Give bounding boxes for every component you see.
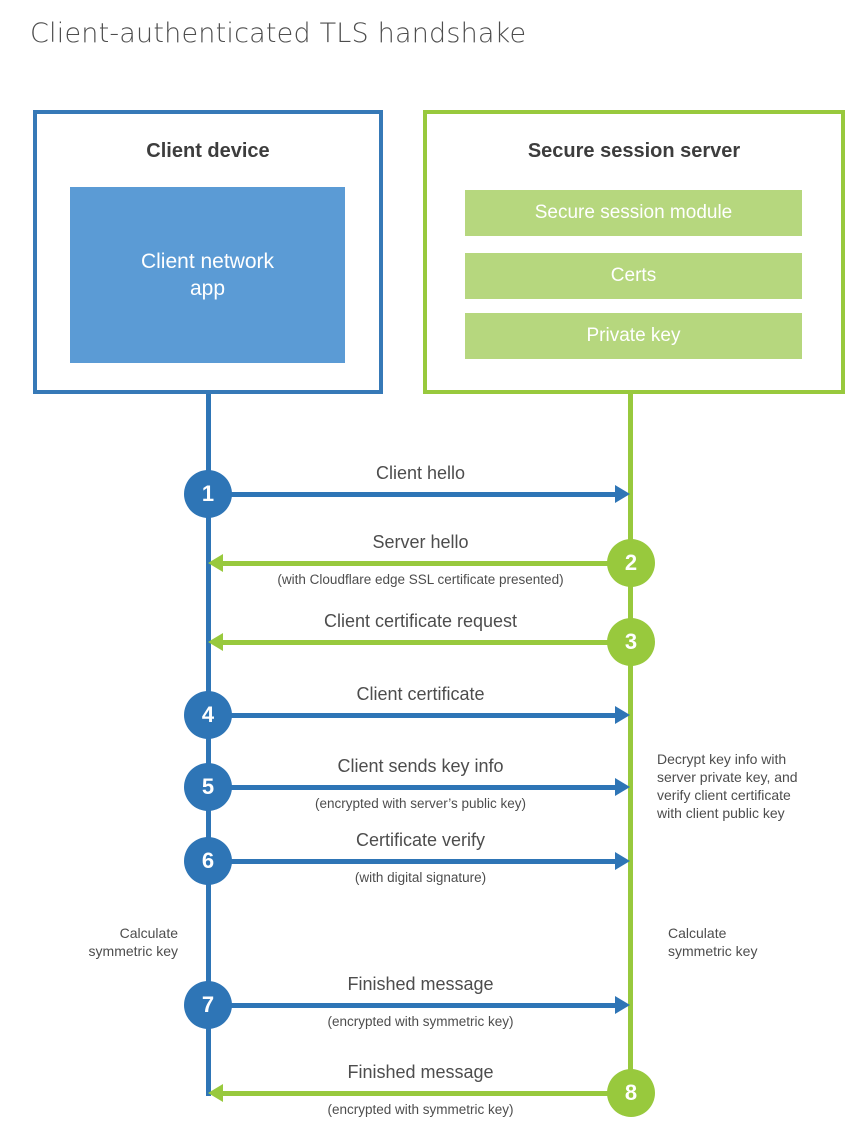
server-title: Secure session server [527,140,741,162]
step-1-label: Client hello [375,463,466,483]
client-device-box: Client device Client network app [33,110,383,394]
certs-bar: Certs [465,253,802,299]
step-4-arrow [210,713,616,718]
client-network-app-box: Client network app [70,187,345,363]
step-1-arrow [210,492,616,497]
client-network-app-label: Client network app [140,249,275,300]
step-4-label: Client certificate [356,684,485,704]
step-7-label: Finished message [347,974,494,994]
server-box: Secure session server Secure session mod… [423,110,845,394]
step-8-arrow [223,1091,631,1096]
step-3-arrow [223,640,631,645]
step-6-label: Certificate verify [355,830,486,850]
step-5-sublabel: (encrypted with server’s public key) [314,796,527,811]
step-7-sublabel: (encrypted with symmetric key) [327,1014,514,1029]
step-6-arrow [210,859,616,864]
note-decrypt-key-info: Decrypt key info with server private key… [657,751,798,821]
step-8-sublabel: (encrypted with symmetric key) [327,1102,514,1117]
client-device-title: Client device [146,140,270,162]
step-3-label: Client certificate request [323,611,518,631]
server-lifeline [628,394,633,1093]
step-5-arrow [210,785,616,790]
step-2-sublabel: (with Cloudflare edge SSL certificate pr… [277,572,564,587]
note-calculate-symmetric-key-client: Calculate symmetric key [88,925,178,959]
private-key-bar: Private key [465,313,802,359]
page-title: Client-authenticated TLS handshake [30,18,527,49]
step-5-label: Client sends key info [337,756,504,776]
step-7-arrow [210,1003,616,1008]
note-calculate-symmetric-key-server: Calculate symmetric key [668,925,758,959]
client-lifeline [206,394,211,1096]
step-8-label: Finished message [347,1062,494,1082]
step-2-arrow [223,561,631,566]
secure-session-module-bar: Secure session module [465,190,802,236]
step-6-sublabel: (with digital signature) [354,870,487,885]
step-2-label: Server hello [372,532,469,552]
